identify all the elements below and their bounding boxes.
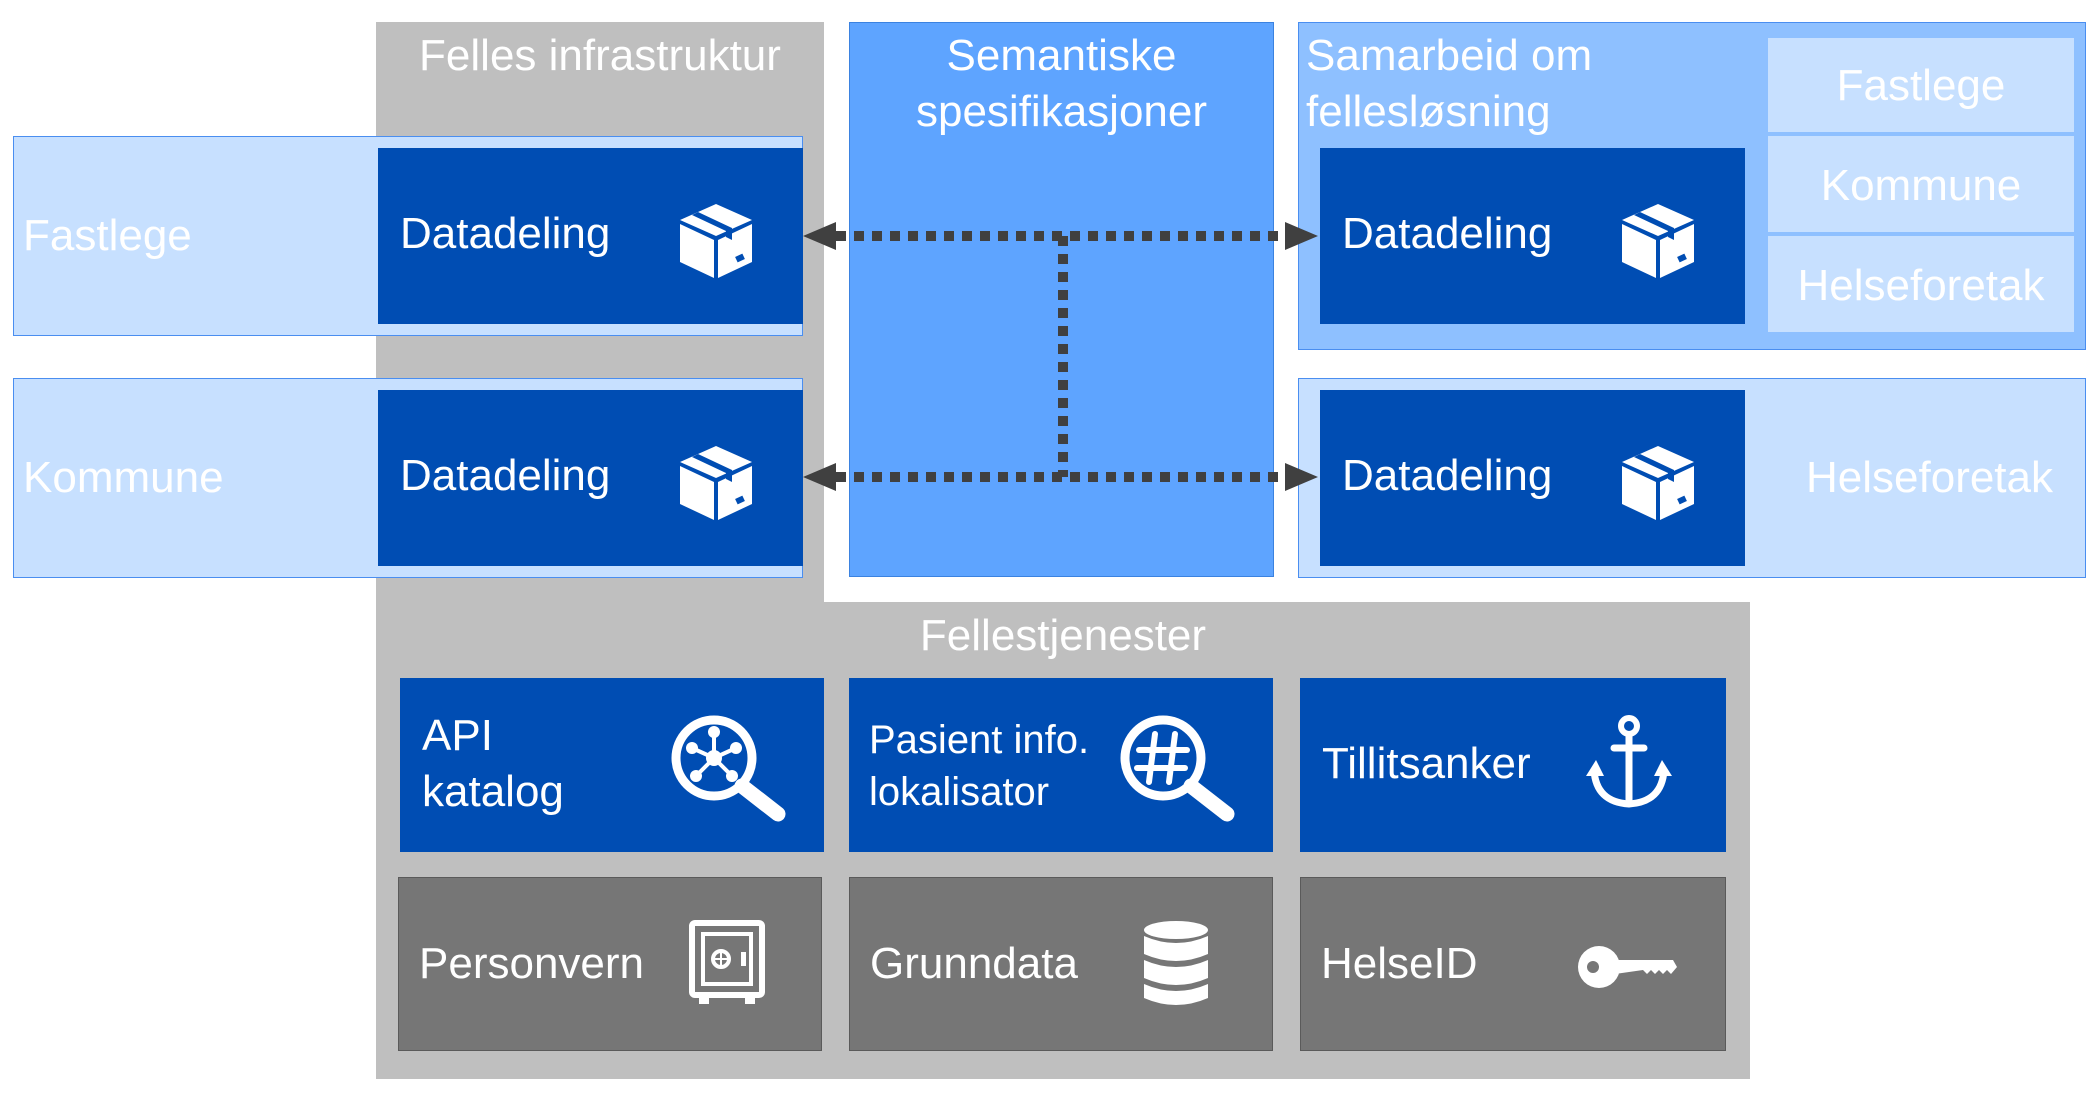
pasient-info-line1: Pasient info.	[869, 718, 1090, 762]
samarbeid-stack-fastlege-label: Fastlege	[1836, 61, 2006, 110]
helseid-label: HelseID	[1321, 939, 1478, 988]
safe-icon	[689, 920, 765, 1004]
network-search-icon	[671, 715, 786, 822]
personvern-tile[interactable]: Personvern	[398, 877, 822, 1051]
anchor-icon	[1586, 715, 1672, 808]
fastlege-label: Fastlege	[23, 211, 192, 260]
kommune-label: Kommune	[23, 453, 224, 502]
samarbeid-stack-kommune-label: Kommune	[1820, 161, 2022, 210]
arrow-to-helseforetak	[1285, 463, 1318, 491]
api-katalog-tile[interactable]: API katalog	[400, 678, 824, 852]
arrow-to-samarbeid	[1285, 222, 1318, 250]
pasient-info-line2: lokalisator	[869, 770, 1050, 814]
helseforetak-label: Helseforetak	[1806, 453, 2054, 502]
samarbeid-title-line1: Samarbeid om	[1306, 31, 1593, 80]
grunndata-label: Grunndata	[870, 939, 1078, 988]
package-box-icon	[1622, 204, 1694, 278]
semantiske-title-line2: spesifikasjoner	[915, 87, 1208, 136]
api-katalog-line2: katalog	[422, 767, 564, 816]
datadeling-fastlege[interactable]: Datadeling	[378, 148, 803, 324]
helseid-tile[interactable]: HelseID	[1300, 877, 1726, 1051]
datadeling-samarbeid-label: Datadeling	[1342, 209, 1553, 258]
package-box-icon	[680, 204, 752, 278]
datadeling-helseforetak[interactable]: Datadeling	[1320, 390, 1745, 566]
api-katalog-line1: API	[422, 711, 493, 760]
database-icon	[1144, 921, 1208, 1005]
datadeling-kommune-label: Datadeling	[400, 451, 611, 500]
datadeling-fastlege-label: Datadeling	[400, 209, 611, 258]
package-box-icon	[1622, 446, 1694, 520]
datadeling-helseforetak-label: Datadeling	[1342, 451, 1553, 500]
arrow-to-fastlege	[803, 222, 836, 250]
tillitsanker-tile[interactable]: Tillitsanker	[1300, 678, 1726, 852]
datadeling-kommune[interactable]: Datadeling	[378, 390, 803, 566]
package-box-icon	[680, 446, 752, 520]
semantiske-title-line1: Semantiske	[946, 31, 1177, 80]
samarbeid-stack-kommune: Kommune	[1768, 136, 2074, 232]
fellestjenester-title: Fellestjenester	[919, 611, 1207, 660]
samarbeid-stack-fastlege: Fastlege	[1768, 38, 2074, 132]
tillitsanker-label: Tillitsanker	[1322, 739, 1531, 788]
felles-infrastruktur-title: Felles infrastruktur	[419, 31, 781, 80]
hash-search-icon	[1120, 715, 1235, 822]
datadeling-samarbeid[interactable]: Datadeling	[1320, 148, 1745, 324]
samarbeid-stack-helseforetak: Helseforetak	[1768, 236, 2074, 332]
pasient-info-lokalisator-tile[interactable]: Pasient info. lokalisator	[849, 678, 1273, 852]
samarbeid-stack-helseforetak-label: Helseforetak	[1797, 261, 2045, 310]
personvern-label: Personvern	[419, 939, 645, 988]
arrow-to-kommune	[803, 463, 836, 491]
samarbeid-title-line2: fellesløsning	[1306, 87, 1551, 136]
grunndata-tile[interactable]: Grunndata	[849, 877, 1273, 1051]
key-icon	[1578, 946, 1677, 988]
